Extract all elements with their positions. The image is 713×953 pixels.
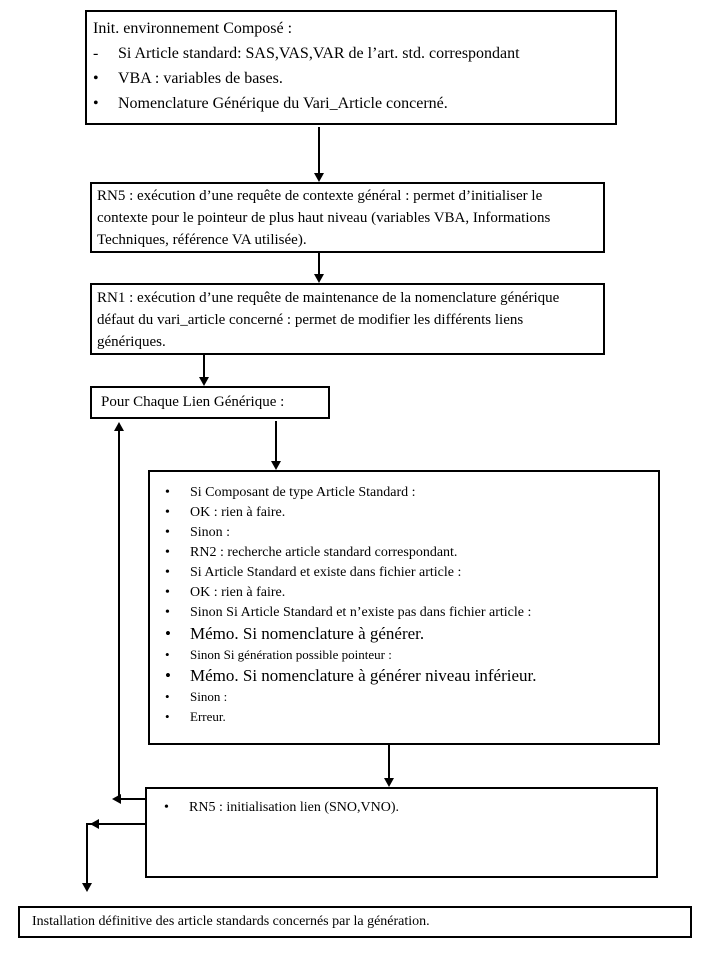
loopback-arrowhead-up-icon [114, 422, 124, 431]
bullet-text: Si Composant de type Article Standard : [190, 485, 416, 500]
bullet-marker: • [165, 624, 171, 643]
rn1-maintenance-box: RN1 : exécution d’une requête de mainten… [90, 283, 605, 355]
loopback-vertical-line [118, 431, 120, 799]
bullet-text: Si Article Standard et existe dans fichi… [190, 565, 462, 580]
exit-arrowhead-left-icon [90, 819, 99, 829]
bullet-text: RN5 : initialisation lien (SNO,VNO). [189, 800, 399, 815]
bullet-marker: • [165, 666, 171, 685]
bullet-item: • Mémo. Si nomenclature à générer. [150, 623, 658, 645]
bullet-marker: • [93, 70, 99, 87]
bullet-item: • Sinon Si génération possible pointeur : [150, 645, 658, 665]
bullet-marker: • [165, 565, 170, 580]
install-box: Installation définitive des article stan… [18, 906, 692, 938]
arrow-process-to-rn5init-arrowhead-down-icon [384, 778, 394, 787]
arrow-rn5context-to-rn1-line [318, 253, 320, 274]
arrow-process-to-rn5init-line [388, 745, 390, 778]
arrow-rn5context-to-rn1-arrowhead-down-icon [314, 274, 324, 283]
bullet-marker: • [165, 709, 170, 724]
bullet-text: Mémo. Si nomenclature à générer. [190, 624, 425, 643]
bullet-text: Sinon Si Article Standard et n’existe pa… [190, 605, 532, 620]
bullet-item: • Si Composant de type Article Standard : [150, 483, 658, 503]
arrow-rn1-to-loop-line [203, 355, 205, 377]
bullet-text: Nomenclature Générique du Vari_Article c… [118, 95, 448, 112]
loop-header-text: Pour Chaque Lien Générique : [101, 394, 285, 410]
rn5-init-box: • RN5 : initialisation lien (SNO,VNO). [145, 787, 658, 878]
rn1-text: RN1 : exécution d’une requête de mainten… [97, 290, 560, 350]
bullet-marker: • [165, 647, 170, 662]
bullet-item: • Sinon : [150, 687, 658, 707]
init-box-title: Init. environnement Composé : [93, 20, 293, 37]
bullet-marker: • [165, 525, 170, 540]
arrow-rn1-to-loop-arrowhead-down-icon [199, 377, 209, 386]
arrow-init-to-rn5context-line [318, 127, 320, 173]
bullet-text: RN2 : recherche article standard corresp… [190, 545, 458, 560]
bullet-text: Sinon : [190, 689, 228, 704]
loopback-horizontal-line [120, 798, 145, 800]
install-text: Installation définitive des article stan… [32, 914, 430, 929]
arrow-init-to-rn5context-arrowhead-down-icon [314, 173, 324, 182]
bullet-marker: • [165, 605, 170, 620]
bullet-marker: • [165, 545, 170, 560]
bullet-item: • Si Article Standard et existe dans fich… [150, 563, 658, 583]
arrow-loop-to-process-arrowhead-down-icon [271, 461, 281, 470]
bullet-marker: - [93, 45, 99, 62]
bullet-text: Sinon Si génération possible pointeur : [190, 647, 392, 662]
bullet-marker: • [93, 95, 99, 112]
bullet-item: • OK : rien à faire. [150, 583, 658, 603]
bullet-text: Erreur. [190, 709, 226, 724]
bullet-text: Sinon : [190, 525, 231, 540]
bullet-text: Mémo. Si nomenclature à générer niveau i… [190, 666, 537, 685]
exit-vertical-line [86, 823, 88, 883]
init-box-items: - Si Article standard: SAS,VAS,VAR de l’a… [93, 41, 609, 116]
bullet-text: OK : rien à faire. [190, 585, 286, 600]
bullet-item: • RN5 : initialisation lien (SNO,VNO). [147, 798, 656, 818]
exit-horizontal-line [87, 823, 145, 825]
bullet-item: • Mémo. Si nomenclature à générer niveau … [150, 665, 658, 687]
loopback-arrowhead-left-icon [112, 794, 121, 804]
arrow-loop-to-process-line [275, 421, 277, 461]
process-steps-box: • Si Composant de type Article Standard :… [148, 470, 660, 745]
bullet-text: VBA : variables de bases. [118, 70, 283, 87]
bullet-item: • VBA : variables de bases. [93, 66, 609, 91]
bullet-marker: • [164, 800, 169, 815]
loop-header-box: Pour Chaque Lien Générique : [90, 386, 330, 419]
exit-arrowhead-down-icon [82, 883, 92, 892]
bullet-text: Si Article standard: SAS,VAS,VAR de l’ar… [118, 45, 520, 62]
bullet-item: • Erreur. [150, 707, 658, 727]
bullet-marker: • [165, 689, 170, 704]
rn5-context-box: RN5 : exécution d’une requête de context… [90, 182, 605, 253]
bullet-item: • Sinon Si Article Standard et n’existe p… [150, 603, 658, 623]
init-environment-box: Init. environnement Composé : - Si Articl… [85, 10, 617, 125]
bullet-item: • Nomenclature Générique du Vari_Article … [93, 91, 609, 116]
bullet-item: • OK : rien à faire. [150, 503, 658, 523]
rn5-context-text: RN5 : exécution d’une requête de context… [97, 188, 551, 248]
bullet-item: - Si Article standard: SAS,VAS,VAR de l’a… [93, 41, 609, 66]
bullet-marker: • [165, 485, 170, 500]
bullet-item: • Sinon : [150, 523, 658, 543]
bullet-item: • RN2 : recherche article standard corres… [150, 543, 658, 563]
bullet-text: OK : rien à faire. [190, 505, 286, 520]
bullet-marker: • [165, 505, 170, 520]
bullet-marker: • [165, 585, 170, 600]
